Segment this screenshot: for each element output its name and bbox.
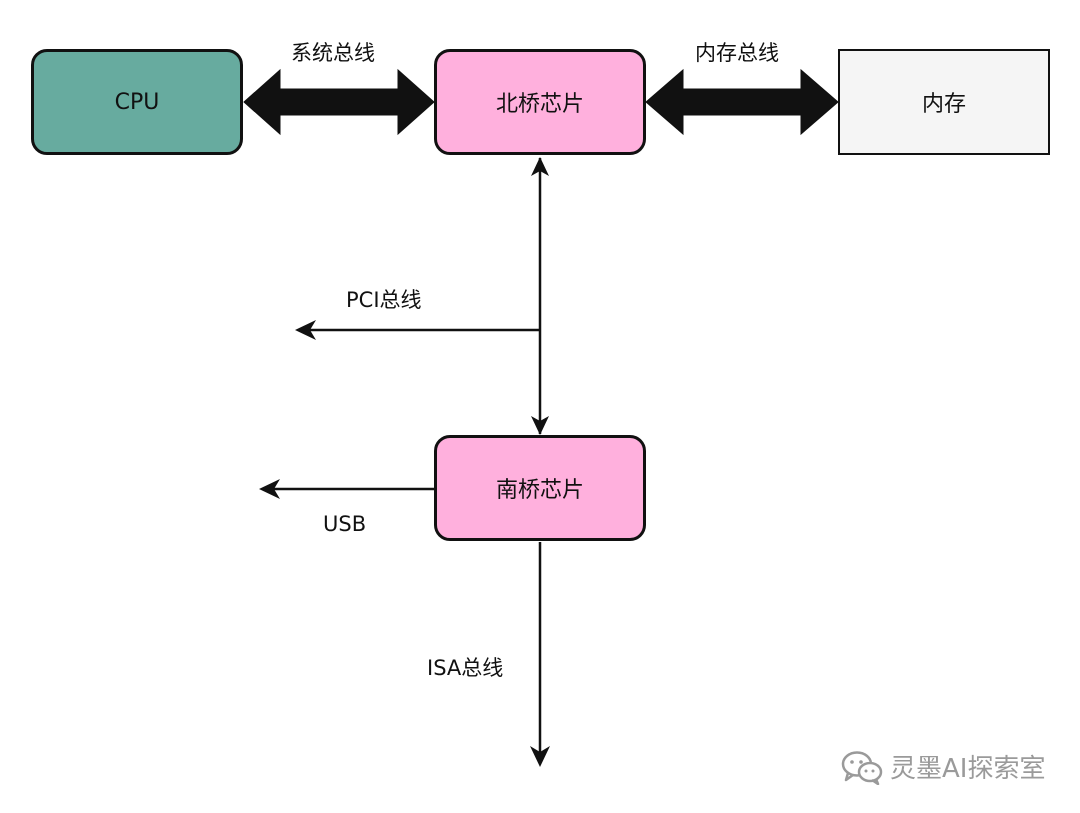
watermark-text: 灵墨AI探索室	[890, 754, 1046, 784]
sb-arrowhead	[531, 416, 549, 435]
watermark: 灵墨AI探索室	[840, 748, 1045, 785]
system-bus-arrow	[243, 68, 435, 136]
system-bus-label: 系统总线	[291, 41, 375, 65]
southbridge-label: 南桥芯片	[495, 478, 584, 503]
memory-bus-label: 内存总线	[695, 41, 779, 65]
pci-bus-arrowhead	[295, 320, 316, 340]
northbridge-node: 北桥芯片	[434, 49, 646, 155]
nb-arrowhead	[531, 157, 549, 176]
usb-label: USB	[323, 512, 367, 536]
cpu-node: CPU	[31, 49, 243, 155]
usb-arrowhead	[259, 479, 280, 499]
memory-label: 内存	[921, 92, 966, 117]
pci-bus-label: PCI总线	[346, 288, 422, 312]
memory-node: 内存	[838, 49, 1050, 155]
southbridge-node: 南桥芯片	[434, 435, 646, 541]
isa-bus-label: ISA总线	[427, 656, 504, 680]
memory-bus-arrow	[645, 68, 839, 136]
northbridge-label: 北桥芯片	[495, 92, 584, 117]
isa-bus-arrowhead	[530, 746, 550, 767]
cpu-label: CPU	[114, 89, 160, 115]
wechat-icon	[840, 749, 884, 785]
